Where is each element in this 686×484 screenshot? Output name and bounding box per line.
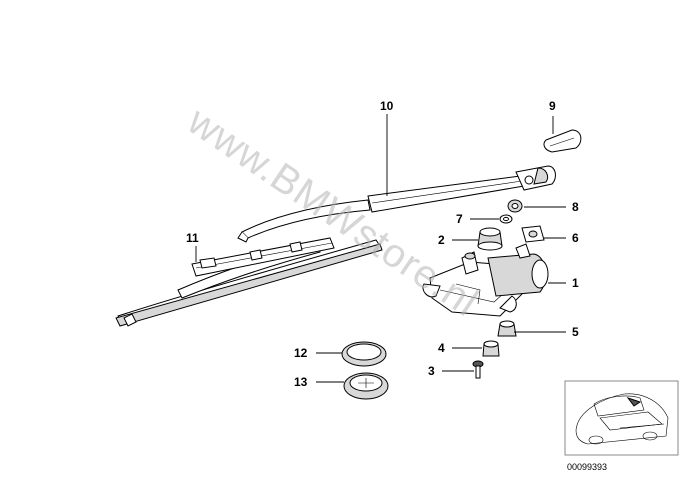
rubber-mount [497, 320, 517, 337]
callout-1: 1 [572, 276, 579, 290]
callout-12: 12 [294, 346, 308, 360]
wiper-arm [237, 165, 556, 243]
reference-code: 00099393 [567, 462, 607, 472]
callout-11: 11 [186, 231, 199, 245]
callout-5: 5 [572, 325, 579, 339]
callout-2: 2 [438, 233, 445, 247]
vehicle-thumbnail [564, 380, 679, 456]
callout-13: 13 [294, 375, 308, 389]
grommet [477, 227, 503, 251]
callout-3: 3 [428, 364, 435, 378]
callout-labels: 10 9 8 7 6 2 11 1 5 4 3 12 13 [186, 99, 579, 389]
bracket-pad [521, 225, 545, 243]
callout-6: 6 [572, 231, 579, 245]
callout-8: 8 [572, 200, 579, 214]
wiper-blade [115, 237, 383, 327]
leader-lines [195, 114, 566, 383]
washer [499, 214, 513, 224]
seal-ring [341, 341, 387, 367]
callout-10: 10 [380, 99, 394, 113]
arm-cap [543, 129, 582, 153]
bushing [482, 340, 500, 357]
cover-cap [343, 372, 389, 400]
callout-7: 7 [456, 212, 463, 226]
screw [472, 360, 484, 379]
wiper-motor [422, 243, 549, 317]
callout-9: 9 [549, 99, 556, 113]
callout-4: 4 [438, 341, 445, 355]
nut [507, 199, 523, 213]
